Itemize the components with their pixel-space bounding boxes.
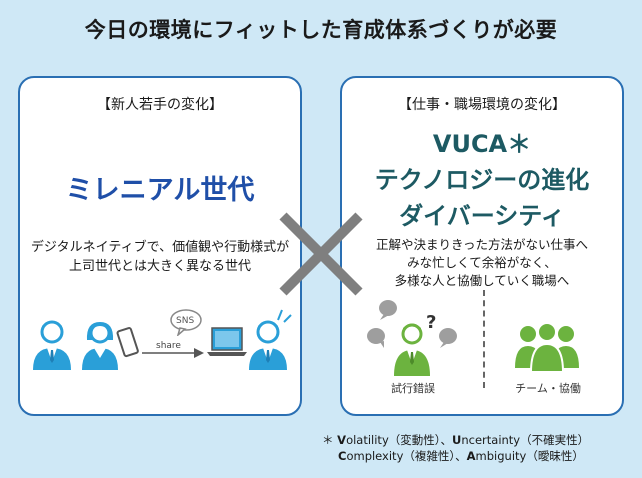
- laptop-icon: [207, 327, 247, 356]
- environment-description-line: みな忙しくて余裕がなく、: [407, 255, 557, 270]
- vuca-initial: A: [466, 449, 476, 463]
- vuca-label: VUCA＊: [432, 130, 532, 158]
- team-collaboration-icon: [515, 322, 579, 372]
- millennial-description-line: デジタルネイティブで、価値観や行動様式が: [30, 240, 290, 255]
- millennial-description: デジタルネイティブで、価値観や行動様式が 上司世代とは大きく異なる世代: [20, 238, 300, 276]
- receiving-man-icon: [249, 320, 287, 370]
- young-man-icon: [33, 320, 71, 370]
- section-divider: [483, 290, 485, 388]
- young-woman-icon: [82, 322, 118, 370]
- share-label: share: [156, 341, 181, 351]
- vuca-footnote: ＊ Volatility（変動性）、Uncertainty（不確実性） Comp…: [322, 432, 589, 464]
- vuca-term: olatility（変動性）、: [346, 433, 452, 447]
- millennial-generation-label: ミレニアル世代: [65, 175, 255, 206]
- vuca-footnote-line-1: ＊ Volatility（変動性）、Uncertainty（不確実性）: [322, 432, 589, 448]
- environment-description-line: 多様な人と協働していく職場へ: [394, 273, 570, 288]
- panel-work-environment: 【仕事・職場環境の変化】 VUCA＊ テクノロジーの進化 ダイバーシティ 正解や…: [340, 76, 624, 416]
- technology-label: テクノロジーの進化: [374, 166, 590, 194]
- panel-heading-work-environment: 【仕事・職場環境の変化】: [398, 97, 566, 113]
- vuca-term: mbiguity（曖昧性）: [475, 449, 584, 463]
- panel-heading-newcomers: 【新人若手の変化】: [97, 97, 223, 113]
- environment-change-list: VUCA＊ テクノロジーの進化 ダイバーシティ: [342, 126, 622, 234]
- svg-text:?: ?: [426, 312, 436, 333]
- vuca-term: ncertainty（不確実性）: [461, 433, 590, 447]
- environment-description-line: 正解や決まりきった方法がない仕事へ: [375, 237, 588, 252]
- vuca-initial: C: [338, 449, 347, 463]
- excitement-marks-icon: [277, 309, 292, 323]
- diversity-label: ダイバーシティ: [399, 202, 565, 230]
- millennial-description-line: 上司世代とは大きく異なる世代: [68, 259, 251, 274]
- page-title: 今日の環境にフィットした育成体系づくりが必要: [84, 18, 558, 42]
- footnote-star: ＊: [322, 433, 334, 447]
- vuca-term: omplexity（複雑性）、: [346, 449, 467, 463]
- sns-label: SNS: [176, 316, 195, 326]
- smartphone-icon: [116, 327, 139, 358]
- cross-icon: [279, 212, 363, 296]
- trial-and-error-caption: 試行錯誤: [391, 382, 435, 395]
- sns-bubble-icon: [170, 309, 202, 336]
- environment-description: 正解や決まりきった方法がない仕事へ みな忙しくて余裕がなく、 多様な人と協働して…: [342, 236, 622, 290]
- vuca-footnote-line-2: Complexity（複雑性）、Ambiguity（曖昧性）: [322, 448, 589, 464]
- vuca-initial: V: [337, 433, 347, 447]
- trial-and-error-icon: ?: [367, 300, 457, 376]
- vuca-initial: U: [452, 433, 462, 447]
- team-collaboration-caption: チーム・協働: [515, 382, 581, 395]
- share-arrow-icon: [142, 348, 204, 358]
